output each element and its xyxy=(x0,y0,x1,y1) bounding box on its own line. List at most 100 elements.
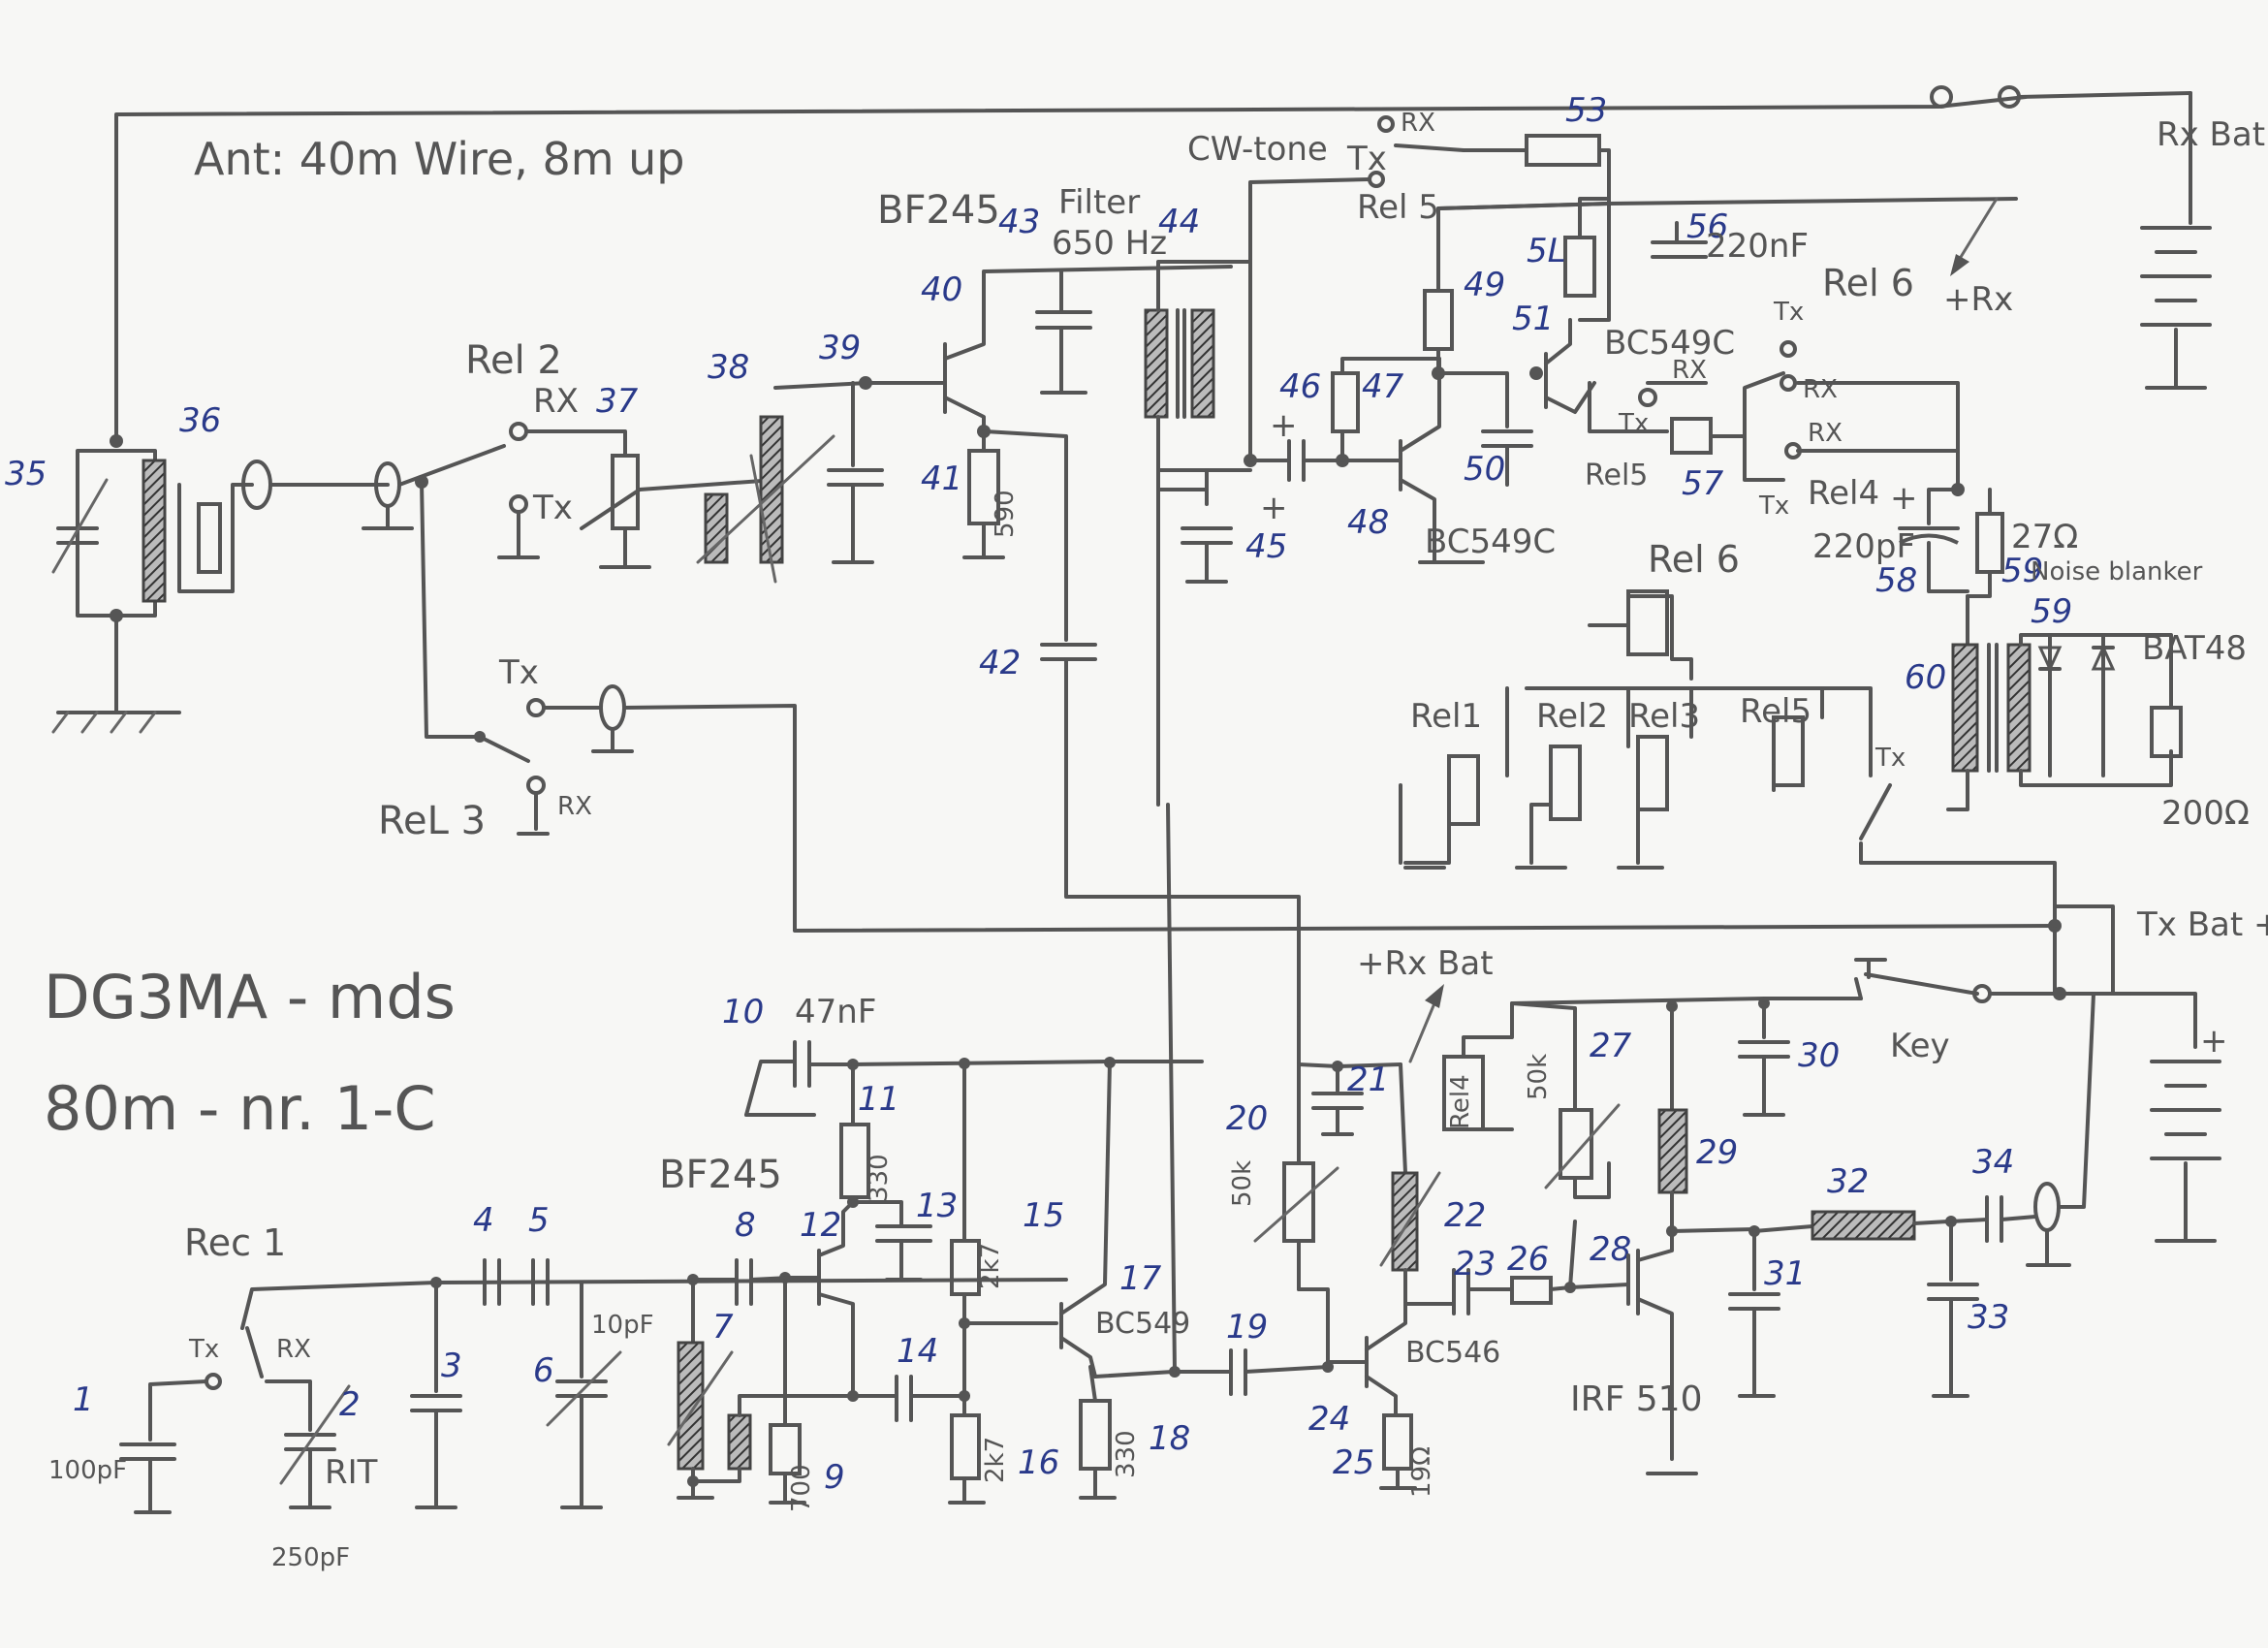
label-56: 58 xyxy=(1875,561,1917,600)
rel3-rx: RX xyxy=(557,792,592,821)
bc549c-label-a: BC549C xyxy=(1425,523,1556,561)
rel3-tx: Tx xyxy=(498,653,539,692)
label-26: 26 xyxy=(1507,1240,1549,1279)
label-29: 29 xyxy=(1696,1133,1738,1172)
label-40: 40 xyxy=(921,270,962,309)
label-16: 16 xyxy=(1018,1443,1059,1482)
c250pf-label: 250pF xyxy=(271,1543,350,1572)
rel3-section: Tx RX ReL 3 xyxy=(378,480,2062,933)
rel5-tx-b: Tx xyxy=(1618,409,1649,438)
c46-plus: + xyxy=(1270,406,1298,445)
rel5-cw-tone: CW-tone Tx RX Rel 5 xyxy=(1187,109,1465,462)
tx-switch-label: Tx xyxy=(1874,744,1906,773)
rel2-tx: Tx xyxy=(532,489,573,527)
af-amp-46-51: 46 + 47 48 BC549C 49 50 51 BC549C xyxy=(1248,91,1809,564)
rit-label: RIT xyxy=(325,1453,378,1492)
rx-battery: Rx Bat. + +Rx xyxy=(1436,91,2268,390)
irf510-label: IRF 510 xyxy=(1570,1379,1703,1419)
rel4-coil-label: Rel4 xyxy=(1446,1074,1475,1129)
rel2-label: Rel 2 xyxy=(465,338,562,383)
plus-rx-label: +Rx xyxy=(1943,280,2013,319)
rel5-small: Rel5 xyxy=(1585,459,1648,492)
label-34: 34 xyxy=(1972,1143,2014,1182)
bf245-label-a: BF245 xyxy=(877,188,1000,233)
tx-oscillator: Rec 1 Tx RX 1 100pF 2 RIT 250pF 3 4 5 6 xyxy=(48,1201,1068,1572)
label-6: 6 xyxy=(533,1351,554,1390)
noise-blanker: Noise blanker 60 53 59 BAT48 200Ω xyxy=(1905,557,2250,833)
label-39: 39 xyxy=(819,329,861,367)
c47nf-label: 47nF xyxy=(795,993,876,1031)
label-12: 12 xyxy=(800,1206,841,1245)
label-42: 42 xyxy=(979,644,1021,682)
pot50k-label-b: 50k xyxy=(1524,1054,1553,1100)
c45-plus: + xyxy=(1260,489,1288,527)
label-38: 38 xyxy=(708,348,749,387)
rel6-coil-label: Rel 6 xyxy=(1648,538,1740,581)
bc549c-label-b: BC549C xyxy=(1604,324,1735,363)
label-31: 31 xyxy=(1764,1254,1806,1293)
tx-pa-19-28: 19 20 50k 21 +Rx Bat Rel4 22 xyxy=(1226,944,2095,1498)
c220pf-label: 220pF xyxy=(1812,527,1915,566)
rel2-rx: RX xyxy=(533,382,579,421)
input-filter-38-39: 38 39 xyxy=(696,329,947,584)
label-7: 7 xyxy=(712,1308,734,1347)
label-5: 5 xyxy=(528,1201,550,1240)
label-44: 44 xyxy=(1158,203,1200,241)
label-41: 41 xyxy=(921,460,962,498)
rel2-coil: Rel2 xyxy=(1536,697,1608,736)
r590-label: 590 xyxy=(991,490,1020,538)
label-30: 30 xyxy=(1798,1036,1840,1075)
rel5-coil: Rel5 xyxy=(1740,692,1811,731)
label-27: 27 xyxy=(1590,1027,1632,1065)
label-10: 10 xyxy=(722,993,764,1031)
label-28: 28 xyxy=(1590,1230,1631,1269)
label-24: 24 xyxy=(1308,1400,1350,1439)
label-36: 36 xyxy=(179,401,221,440)
label-8: 8 xyxy=(735,1206,756,1245)
c220nf-label: 220nF xyxy=(1706,227,1809,266)
label-47: 47 xyxy=(1362,367,1404,406)
c56-plus: + xyxy=(1890,479,1918,518)
title-notes: DG3MA - mds 80m - nr. 1-C xyxy=(44,962,456,1144)
rel6-rx: RX xyxy=(1803,375,1838,404)
r700-label: 700 xyxy=(787,1464,816,1512)
label-58: 60 xyxy=(1905,658,1946,697)
label-20: 20 xyxy=(1226,1099,1268,1138)
rel1-coil: Rel1 xyxy=(1410,697,1482,736)
rel5-rx: RX xyxy=(1401,109,1435,138)
label-19: 19 xyxy=(1226,1308,1268,1347)
label-48: 48 xyxy=(1347,503,1389,542)
label-32: 32 xyxy=(1827,1162,1869,1201)
key-and-tx-battery: Key Tx Bat + + xyxy=(1762,904,2268,1243)
label-17: 17 xyxy=(1119,1259,1162,1298)
noise-blanker-label: Noise blanker xyxy=(2031,557,2203,586)
label-25: 25 xyxy=(1333,1443,1374,1482)
label-2: 2 xyxy=(339,1385,361,1424)
label-18: 18 xyxy=(1149,1419,1190,1458)
label-43: 43 xyxy=(998,203,1040,241)
antenna-note: Ant: 40m Wire, 8m up xyxy=(194,133,685,185)
label-53: 53 xyxy=(1565,91,1607,130)
rel6-tx: Tx xyxy=(1773,298,1804,327)
label-54: 56 xyxy=(1686,207,1728,246)
label-15: 15 xyxy=(1023,1196,1064,1235)
rel5-label: Rel 5 xyxy=(1357,188,1439,227)
cw-tone-label: CW-tone xyxy=(1187,130,1328,169)
rel5-rel6-switching: Rel 6 Tx RX RX Tx Rel5 57 RX Tx Rel4 + 2… xyxy=(1585,262,2078,600)
r2k7-label-a: 2k7 xyxy=(976,1243,1005,1289)
bf245-mixer-40: BF245 40 41 590 42 xyxy=(877,188,1301,1020)
audio-filter-43-44: 43 Filter 650 Hz 44 + 45 xyxy=(998,183,1288,807)
label-21: 21 xyxy=(1347,1061,1389,1099)
label-35: 35 xyxy=(5,455,47,493)
label-50: 50 xyxy=(1464,450,1505,489)
r19-label: 19Ω xyxy=(1407,1446,1436,1498)
r27-label: 27Ω xyxy=(2011,518,2078,556)
rel2-section: Rel 2 RX Tx 37 xyxy=(397,338,777,569)
label-59-text: 59 xyxy=(2031,592,2072,631)
label-55: 57 xyxy=(1682,464,1724,503)
r330-label-b: 330 xyxy=(1112,1430,1141,1478)
label-14: 14 xyxy=(897,1332,938,1371)
label-33: 33 xyxy=(1968,1298,2009,1337)
rel3-label: ReL 3 xyxy=(378,799,486,843)
rel4-rx: RX xyxy=(1808,419,1843,448)
